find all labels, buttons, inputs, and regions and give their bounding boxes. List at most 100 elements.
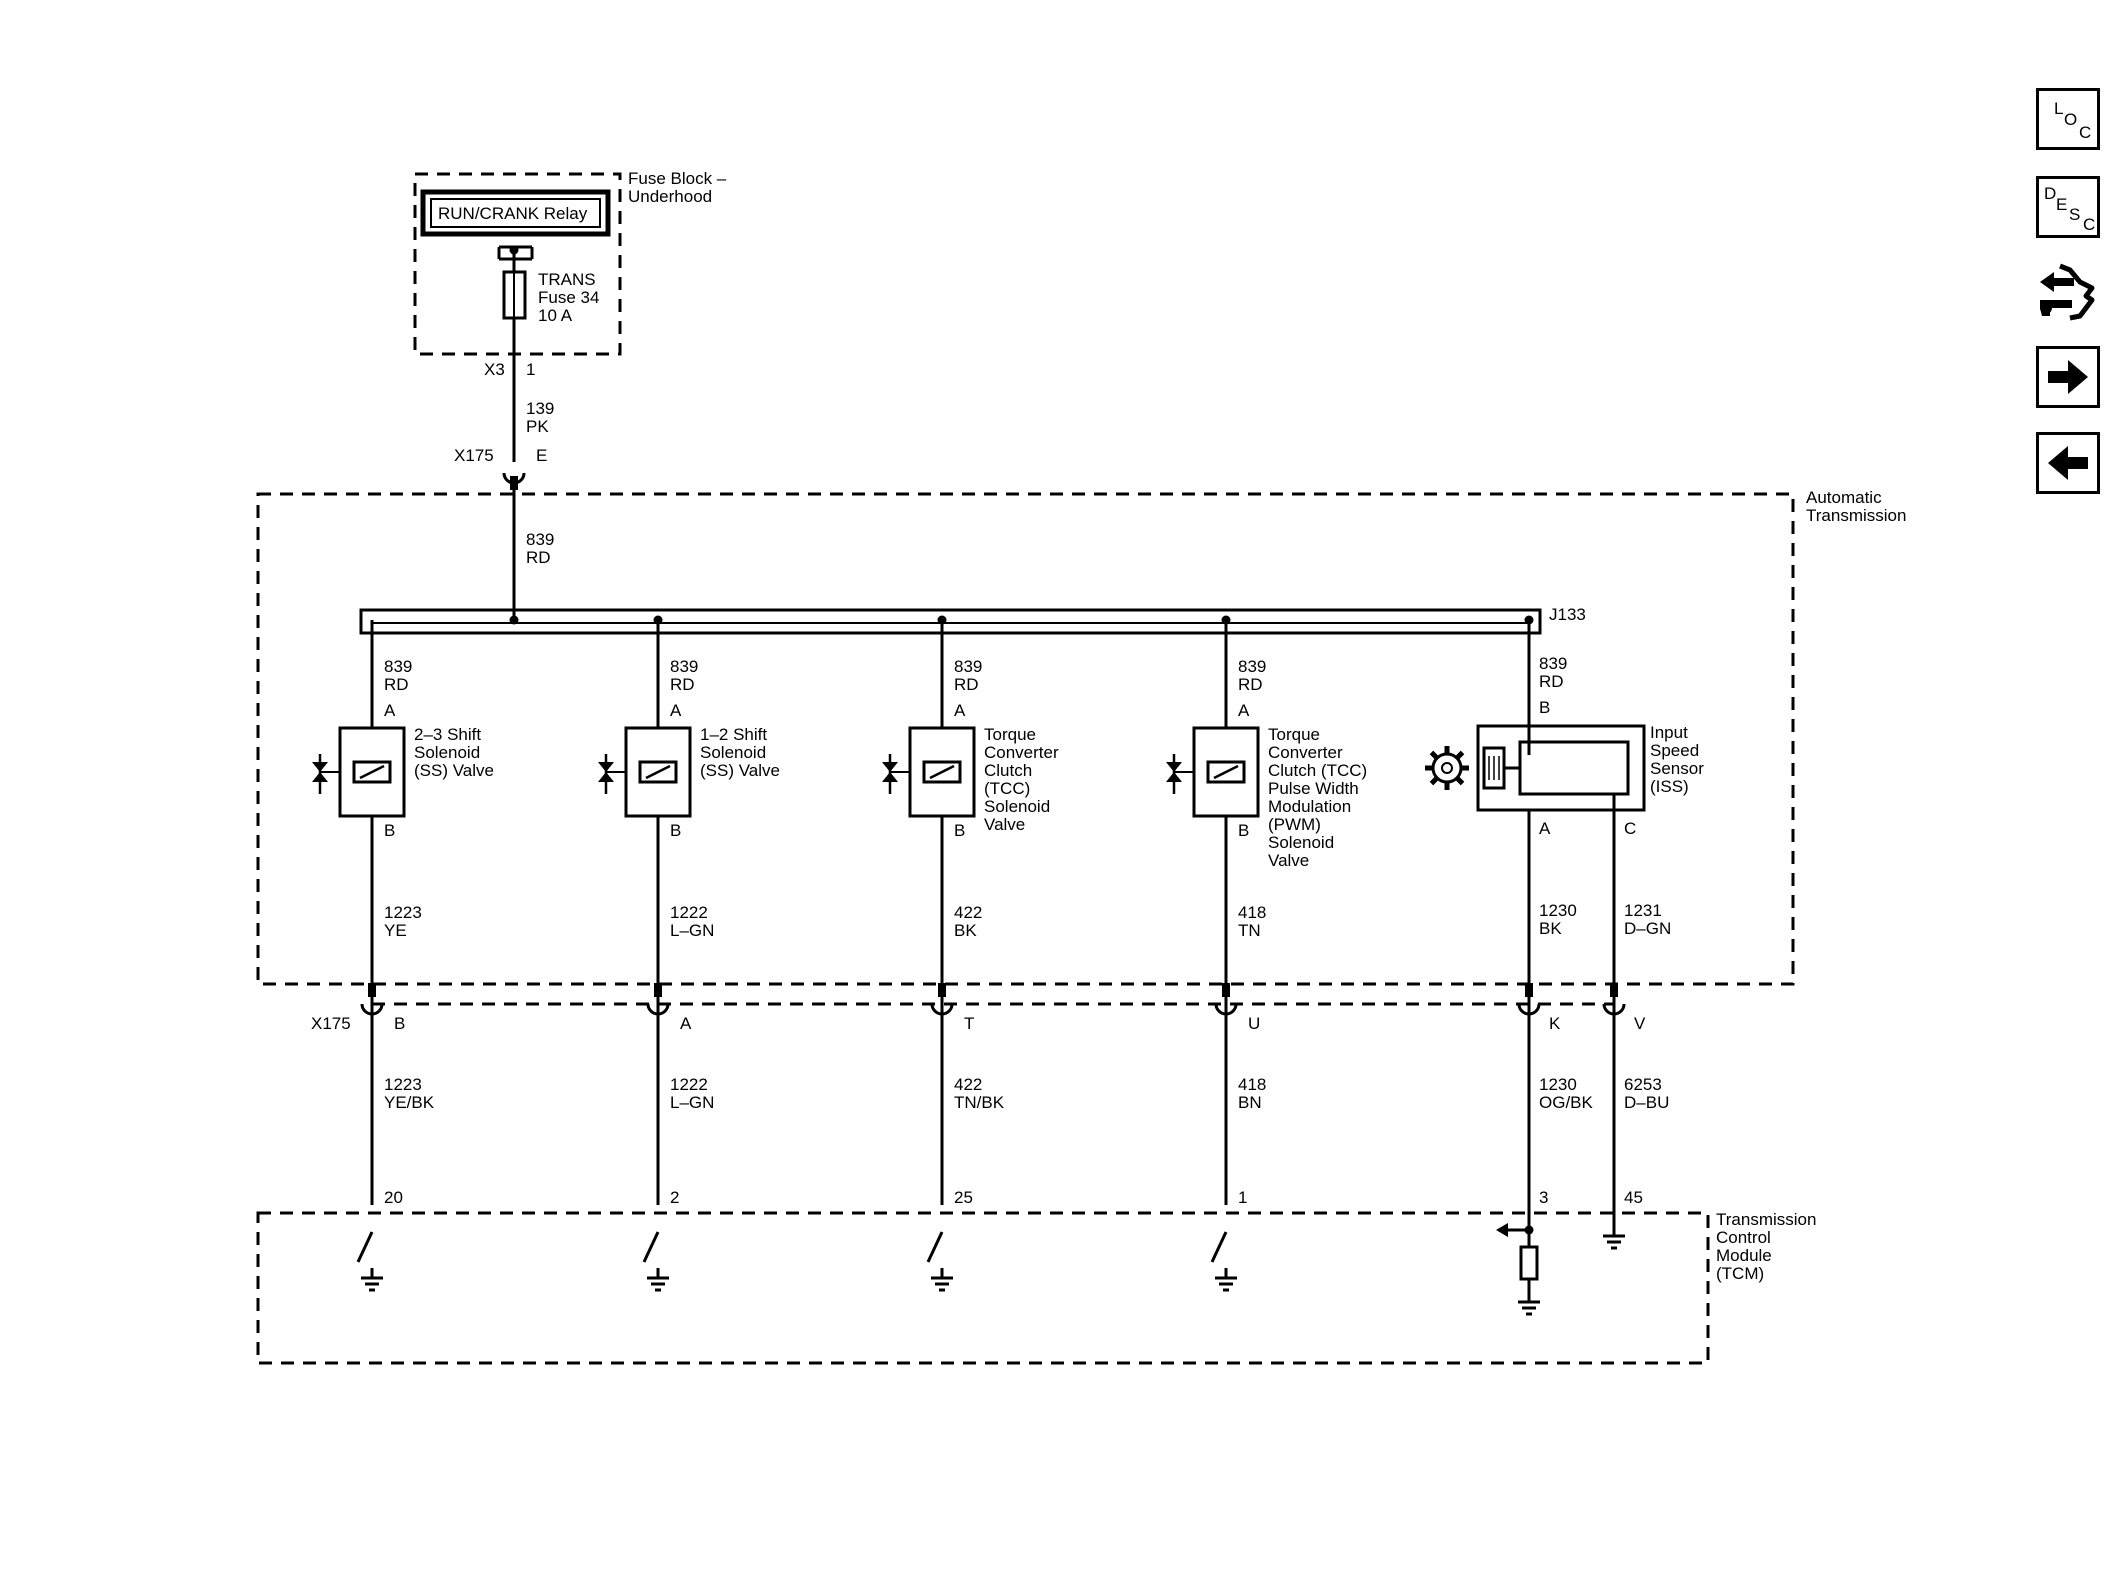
branch-4-solenoid-valve-body [1192, 726, 1260, 818]
branch-4-component-name-line-7: Solenoid [1268, 833, 1334, 852]
x175-top-label: X175 [454, 446, 494, 465]
branch-4-x175-pin [1222, 983, 1230, 997]
fuse-block-title-line1: Fuse Block – [628, 169, 727, 188]
iss-pin-b: B [1539, 698, 1550, 717]
branch-2-wire1-circuit: 1222 [670, 903, 708, 922]
branch-2-solenoid-valve-coil [638, 760, 678, 784]
branch-1-839-color: RD [384, 675, 409, 694]
branch-4-wire1-color: TN [1238, 921, 1261, 940]
branch-2-wire2-color: L–GN [670, 1093, 714, 1112]
x3-pin-label: 1 [526, 360, 535, 379]
description-button[interactable]: D E S C [2036, 176, 2100, 238]
branch-1-wire2-circuit: 1223 [384, 1075, 422, 1094]
branch-2-tcm-pin: 2 [670, 1188, 679, 1207]
branch-1-solenoid-valve-valve-bottom [312, 772, 328, 782]
branch-3-wire1-circuit: 422 [954, 903, 982, 922]
tcm-name-line-3: Module [1716, 1246, 1772, 1265]
branch-4-solenoid-valve-valve-bottom [1166, 772, 1182, 782]
branch-3-solenoid-valve-valve-bottom [882, 772, 898, 782]
fuse-block-outline [413, 172, 622, 356]
iss-x175-k-pin [1525, 983, 1533, 997]
branch-1-839-circuit: 839 [384, 657, 412, 676]
branch-2-component-name-line-1: 1–2 Shift [700, 725, 767, 744]
iss-wire-c-circuit: 1231 [1624, 901, 1662, 920]
branch-3-component-name-line-1: Torque [984, 725, 1036, 744]
iss-wire-a-color: BK [1539, 919, 1562, 938]
fuse-label-line1: TRANS [538, 270, 596, 289]
iss-reluctor-gear [1431, 752, 1463, 784]
branch-3-component-name-line-5: Solenoid [984, 797, 1050, 816]
iss-x175-pin-k: K [1549, 1014, 1561, 1033]
branch-1-tcm-pin: 20 [384, 1188, 403, 1207]
next-page-button[interactable] [2036, 346, 2100, 408]
desc-letter-d: D [2044, 184, 2057, 203]
automatic-transmission-label-line1: Automatic [1806, 488, 1882, 507]
branch-1-solenoid-valve-valve-top [312, 762, 328, 772]
branch-3-tcm-pin: 25 [954, 1188, 973, 1207]
branch-2-wire2-circuit: 1222 [670, 1075, 708, 1094]
branch-3-solenoid-valve-coil [922, 760, 962, 784]
branch-2-x175-pin: A [680, 1014, 692, 1033]
branch-3-x175-socket [930, 1003, 954, 1016]
location-button[interactable]: L O C [2036, 88, 2100, 150]
branch-2-component-name-line-3: (SS) Valve [700, 761, 780, 780]
iss-reluctor-tooth-2 [1455, 776, 1465, 786]
wire-839-color: RD [526, 548, 551, 567]
branch-3-solenoid-valve-valve-top [882, 762, 898, 772]
relay-box-outer [420, 189, 611, 237]
branch-2-solenoid-valve-valve-bottom [598, 772, 614, 782]
automatic-transmission-label-line2: Transmission [1806, 506, 1906, 525]
branch-3-solenoid-valve [882, 726, 976, 818]
tcm-outline [256, 1211, 1710, 1365]
iss-wire2-a-circuit: 1230 [1539, 1075, 1577, 1094]
fuse-label-line3: 10 A [538, 306, 573, 325]
branch-4-wire1-circuit: 418 [1238, 903, 1266, 922]
j133-splice-pack [359, 608, 1542, 635]
branch-2-x175-socket [646, 1003, 670, 1016]
iss-tcm-a-resistor [1519, 1245, 1539, 1281]
branch-1-wire1-color: YE [384, 921, 407, 940]
arrow-right-icon [2048, 360, 2088, 394]
x175-top-pin: E [536, 446, 547, 465]
branch-1-solenoid-valve-coil-slash [359, 764, 385, 780]
iss-name-line-3: Sensor [1650, 759, 1704, 778]
loc-letter-l: L [2054, 99, 2064, 118]
branch-4-wire2-circuit: 418 [1238, 1075, 1266, 1094]
loc-letter-c: C [2079, 123, 2092, 142]
x175-e-pin [510, 476, 518, 490]
relay-label: RUN/CRANK Relay [438, 204, 588, 223]
tcm-name-line-4: (TCM) [1716, 1264, 1764, 1283]
tcm-name-line-2: Control [1716, 1228, 1771, 1247]
branch-4-solenoid-valve-coil [1206, 760, 1246, 784]
j133-label: J133 [1549, 605, 1586, 624]
branch-3-solenoid-valve-coil-slash [929, 764, 955, 780]
loc-letter-o: O [2064, 110, 2078, 129]
branch-4-839-circuit: 839 [1238, 657, 1266, 676]
branch-2-839-color: RD [670, 675, 695, 694]
iss-x175-k-socket [1517, 1003, 1541, 1016]
iss-body [1476, 724, 1646, 812]
iss-tcm-a-input-arrow [1496, 1223, 1508, 1237]
branch-2-wire1-color: L–GN [670, 921, 714, 940]
iss-wire2-c-color: D–BU [1624, 1093, 1669, 1112]
branch-2-solenoid-valve-coil-slash [645, 764, 671, 780]
previous-page-button[interactable] [2036, 432, 2100, 494]
branch-4-solenoid-valve-coil-slash [1213, 764, 1239, 780]
branch-4-839-color: RD [1238, 675, 1263, 694]
iss-wire2-a-color: OG/BK [1539, 1093, 1594, 1112]
branch-3-component-name-line-2: Converter [984, 743, 1059, 762]
branch-1-x175-pin: B [394, 1014, 405, 1033]
branch-1-pin-a: A [384, 701, 396, 720]
branch-4-tcm-pin: 1 [1238, 1188, 1247, 1207]
branch-1-component-name-line-3: (SS) Valve [414, 761, 494, 780]
arrow-left-icon [2048, 446, 2088, 480]
connector-repair-button[interactable] [2036, 258, 2100, 321]
branch-4-component-name-line-6: (PWM) [1268, 815, 1321, 834]
iss-wire2-c-circuit: 6253 [1624, 1075, 1662, 1094]
branch-4-pin-b: B [1238, 821, 1249, 840]
branch-3-solenoid-valve-body [908, 726, 976, 818]
desc-letter-s: S [2069, 205, 2081, 224]
branch-2-x175-pin [654, 983, 662, 997]
